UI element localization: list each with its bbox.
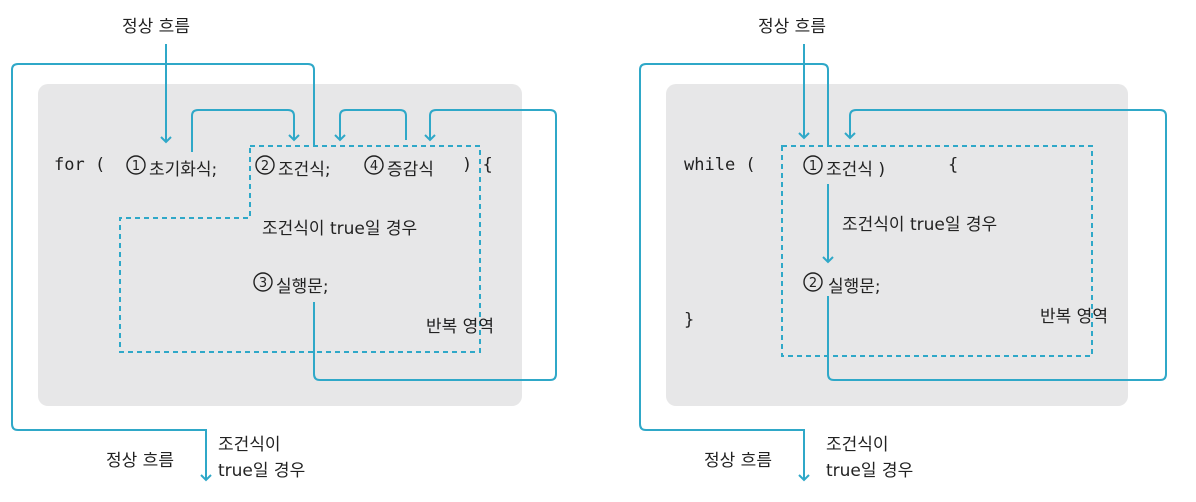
for-loop-area-label: 반복 영역 xyxy=(426,317,494,337)
while-bottom-cond-line1: 조건식이 xyxy=(826,435,889,455)
for-init-label: 초기화식; xyxy=(149,160,218,180)
for-init-to-cond-arrow xyxy=(191,109,300,152)
while-loop-area-label: 반복 영역 xyxy=(1040,307,1108,327)
for-bottom-flow-label: 정상 흐름 xyxy=(106,451,174,471)
for-stmt-to-incr-arrow xyxy=(313,109,557,381)
while-bottom-cond-line2: true일 경우 xyxy=(826,461,914,481)
while-marker-1-circle xyxy=(803,155,823,175)
while-dashed-loop-region xyxy=(781,145,1093,357)
for-marker-3: 3 xyxy=(259,276,267,291)
for-marker-2-circle xyxy=(255,155,275,175)
while-stmt-label: 실행문; xyxy=(828,277,881,297)
for-marker-1: 1 xyxy=(132,159,140,174)
for-marker-2: 2 xyxy=(261,159,269,174)
while-keyword: while ( xyxy=(684,155,756,175)
while-marker-1: 1 xyxy=(809,159,817,174)
while-marker-2-circle xyxy=(803,272,823,292)
while-stmt-to-cond-arrow xyxy=(827,109,1167,381)
for-marker-3-circle xyxy=(253,272,273,292)
for-stmt-label: 실행문; xyxy=(276,277,329,297)
for-marker-4-circle xyxy=(364,155,384,175)
for-top-flow-label: 정상 흐름 xyxy=(122,17,190,37)
while-close-brace: } xyxy=(684,310,695,330)
while-top-flow-label: 정상 흐름 xyxy=(758,17,826,37)
for-dashed-loop-region xyxy=(119,145,481,353)
for-close-paren-brace: ) { xyxy=(462,155,493,175)
while-cond-true-label: 조건식이 true일 경우 xyxy=(842,215,998,235)
for-marker-1-circle xyxy=(126,155,146,175)
for-incr-to-cond-arrow xyxy=(334,109,407,142)
while-code-panel xyxy=(666,84,1128,406)
while-cond-label: 조건식 ) xyxy=(826,160,885,180)
for-bottom-cond-line2: true일 경우 xyxy=(218,461,306,481)
for-cond-label: 조건식; xyxy=(278,160,331,180)
for-keyword: for ( xyxy=(54,155,106,175)
for-exit-flow xyxy=(11,63,315,482)
for-marker-4: 4 xyxy=(370,159,378,174)
for-bottom-cond-line1: 조건식이 xyxy=(218,435,281,455)
for-code-panel xyxy=(38,84,522,406)
while-exit-flow xyxy=(639,63,829,482)
while-open-brace: { xyxy=(948,155,959,175)
while-marker-2: 2 xyxy=(809,276,817,291)
for-cond-true-label: 조건식이 true일 경우 xyxy=(262,219,418,239)
for-incr-label: 증감식 xyxy=(387,160,434,180)
while-bottom-flow-label: 정상 흐름 xyxy=(704,451,772,471)
